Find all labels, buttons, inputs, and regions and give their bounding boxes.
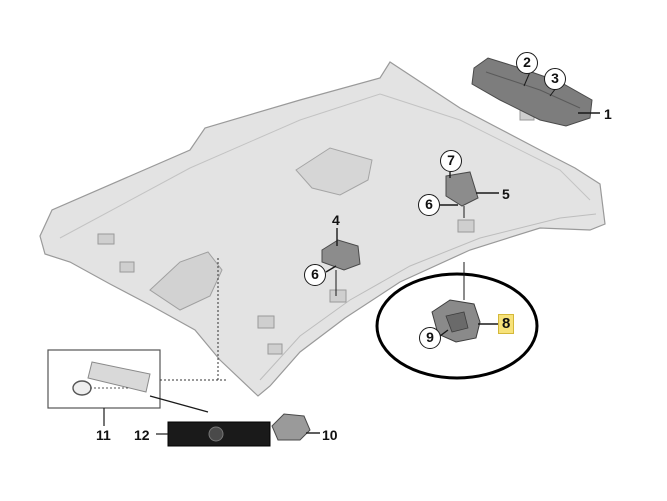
clip-detail xyxy=(97,233,115,245)
headliner-front-edge xyxy=(259,213,597,381)
callout-9: 9 xyxy=(419,327,441,349)
leader-line-6a xyxy=(325,265,337,273)
clip-detail xyxy=(267,343,283,355)
leader-line-11-box xyxy=(149,395,209,413)
clip-detail xyxy=(119,261,135,273)
callout-4: 4 xyxy=(332,212,340,228)
callout-8-highlighted: 8 xyxy=(498,314,515,334)
headliner-inner-edge xyxy=(59,93,591,239)
callout-7: 7 xyxy=(440,150,462,172)
callout-2: 2 xyxy=(516,52,538,74)
callout-6-upper: 6 xyxy=(418,194,440,216)
part-1-grab-handle xyxy=(471,57,593,127)
clip-detail xyxy=(257,315,275,329)
part-12-strip-button xyxy=(208,426,224,442)
callout-12: 12 xyxy=(134,427,150,443)
console-cutout xyxy=(295,147,373,196)
part-1-grab-handle-detail xyxy=(485,71,581,109)
leader-line-9 xyxy=(439,329,449,337)
part-4-bracket xyxy=(321,239,361,271)
callout-1: 1 xyxy=(604,106,612,122)
part-11-ring xyxy=(72,380,92,396)
callout-5: 5 xyxy=(502,186,510,202)
callout-3: 3 xyxy=(544,68,566,90)
part-11-clip xyxy=(87,361,151,393)
leader-line-2 xyxy=(523,71,531,87)
rear-opening xyxy=(149,251,223,311)
headliner-panel xyxy=(39,61,606,397)
highlight-ellipse xyxy=(375,272,539,380)
part-5-bracket xyxy=(445,171,479,207)
callout-10: 10 xyxy=(322,427,338,443)
callout-11: 11 xyxy=(96,427,111,443)
part-8-reading-light-lens xyxy=(445,311,469,333)
part-10-cover xyxy=(271,413,311,441)
clip-detail xyxy=(329,289,347,303)
callout-6-lower: 6 xyxy=(304,264,326,286)
clip-detail xyxy=(457,219,475,233)
